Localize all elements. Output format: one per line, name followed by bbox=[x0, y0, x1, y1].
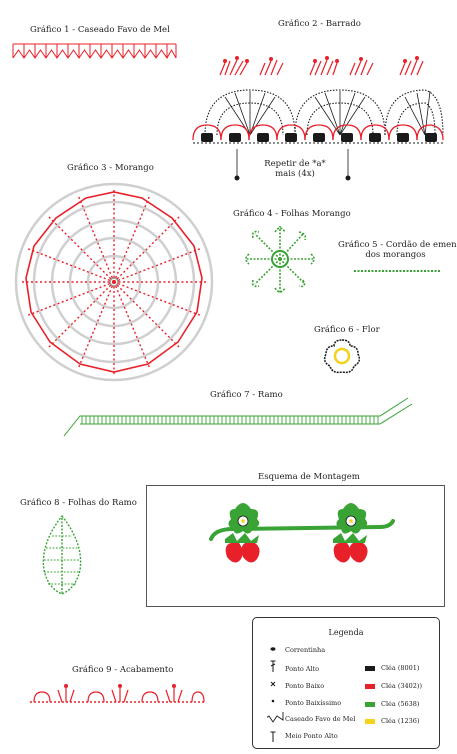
legend-color-5638: Cléa (5638) bbox=[381, 700, 420, 708]
chart3-title: Gráfico 3 - Morango bbox=[67, 163, 154, 173]
legend-ponto-baixissimo: Ponto Baixíssimo bbox=[285, 699, 342, 707]
montage-title: Esquema de Montagem bbox=[258, 472, 360, 482]
chart2-repeat-line2: mais (4x) bbox=[275, 169, 315, 179]
legend-title: Legenda bbox=[328, 628, 364, 637]
chart1-title: Gráfico 1 - Caseado Favo de Mel bbox=[30, 25, 170, 35]
chart9-finishing-edge bbox=[30, 684, 206, 703]
chart6-flower bbox=[323, 339, 361, 374]
legend-color-3402: Cléa (3402)) bbox=[381, 682, 422, 690]
single-crochet-x-icon bbox=[270, 681, 276, 687]
legend-symbol-icons bbox=[267, 647, 284, 742]
chain-dot-icon bbox=[270, 647, 276, 651]
half-double-crochet-icon bbox=[270, 731, 276, 742]
legend-color-swatch-yellow bbox=[365, 719, 375, 724]
chart8-title: Gráfico 8 - Folhas do Ramo bbox=[20, 498, 137, 508]
legend-ponto-alto: Ponto Alto bbox=[285, 665, 320, 673]
chart2-repeat-note: Repetir de *a* mais (4x) bbox=[250, 159, 340, 179]
chart3-strawberry-diagram bbox=[14, 182, 214, 382]
chart9-title: Gráfico 9 - Acabamento bbox=[72, 665, 174, 675]
legend-color-swatch-black bbox=[365, 666, 375, 671]
montage-frame bbox=[146, 485, 445, 607]
legend-color-swatch-red bbox=[365, 684, 375, 689]
chart7-branch bbox=[63, 397, 413, 437]
legend-color-swatch-green bbox=[365, 702, 375, 707]
legend-color-8001: Cléa (8001) bbox=[381, 664, 420, 672]
chart1-honeycomb-row bbox=[12, 43, 177, 59]
chart4-title: Gráfico 4 - Folhas Morango bbox=[233, 209, 351, 219]
montage-strawberry-1 bbox=[225, 503, 260, 563]
legend-color-1236: Cléa (1236) bbox=[381, 717, 420, 725]
double-crochet-icon bbox=[270, 660, 276, 672]
legend-ponto-baixo: Ponto Baixo bbox=[285, 682, 325, 690]
chart2-border-diagram bbox=[192, 56, 444, 181]
slip-stitch-dot-icon bbox=[271, 699, 275, 703]
legend-meio-ponto-alto: Meio Ponto Alto bbox=[285, 732, 338, 740]
honeycomb-stitch-icon bbox=[267, 712, 284, 723]
chart2-repeat-line1: Repetir de *a* bbox=[264, 159, 326, 169]
montage-strawberry-2 bbox=[333, 503, 368, 563]
legend-panel: Legenda Correntinha Ponto Alto Ponto Bai… bbox=[252, 617, 440, 749]
montage-assembly bbox=[209, 503, 395, 563]
chart5-joining-cord bbox=[354, 270, 440, 272]
legend-caseado: Caseado Favo de Mel bbox=[285, 715, 356, 723]
legend-correntinha: Correntinha bbox=[285, 646, 326, 654]
chart8-branch-leaf bbox=[42, 514, 82, 595]
chart6-title: Gráfico 6 - Flor bbox=[314, 325, 380, 335]
chart7-title: Gráfico 7 - Ramo bbox=[210, 390, 283, 400]
chart4-leaf-star bbox=[245, 226, 315, 294]
chart5-title: Gráfico 5 - Cordão de emenda dos morango… bbox=[338, 240, 457, 260]
chart5-title-line1: Gráfico 5 - Cordão de emenda bbox=[338, 240, 457, 250]
chart5-title-line2: dos morangos bbox=[365, 250, 426, 260]
chart2-title: Gráfico 2 - Barrado bbox=[278, 19, 361, 29]
